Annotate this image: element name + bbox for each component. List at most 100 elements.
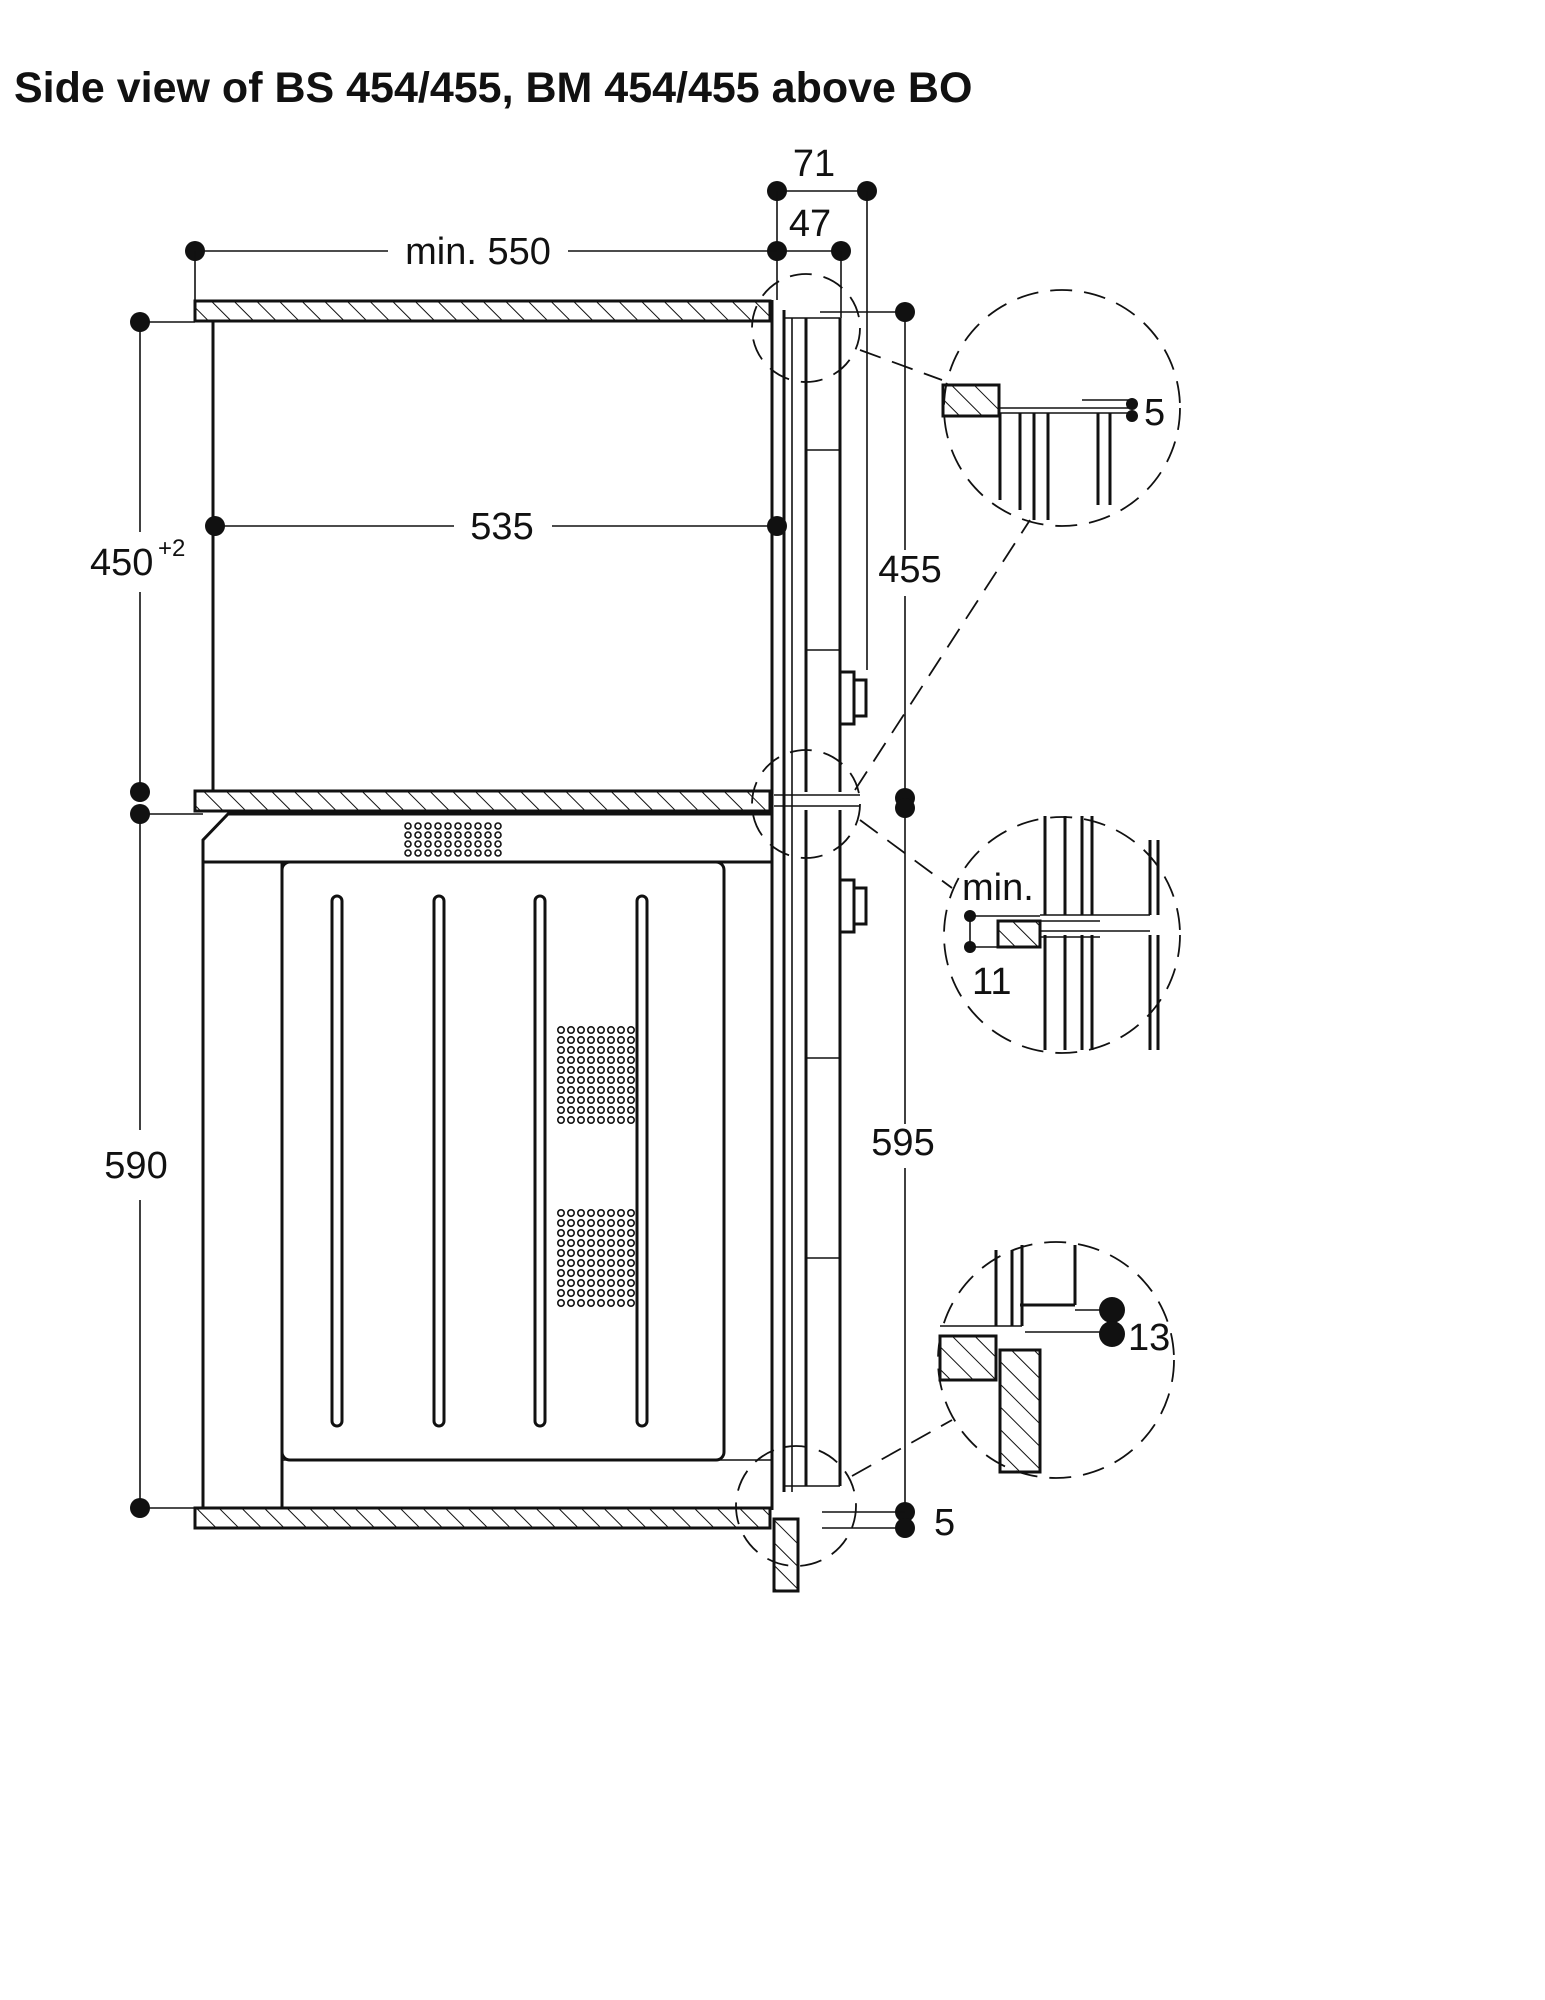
vent-hole: [474, 831, 482, 839]
vent-hole: [576, 1056, 585, 1065]
vent-hole: [596, 1299, 605, 1308]
vent-hole: [556, 1096, 565, 1105]
vent-hole: [606, 1259, 615, 1268]
vent-hole: [566, 1229, 575, 1238]
vent-hole: [616, 1299, 625, 1308]
vent-hole: [596, 1269, 605, 1278]
vent-hole: [464, 831, 472, 839]
vent-hole: [626, 1249, 635, 1258]
vent-hole: [586, 1096, 595, 1105]
top-shelf: [193, 299, 772, 323]
vent-hole: [596, 1289, 605, 1298]
vent-hole: [566, 1086, 575, 1095]
vent-hole: [454, 831, 462, 839]
dimension-535: 535: [205, 506, 787, 548]
vent-hole: [556, 1046, 565, 1055]
vent-hole: [616, 1289, 625, 1298]
vent-hole: [404, 831, 412, 839]
vent-hole: [586, 1239, 595, 1248]
vent-hole: [596, 1086, 605, 1095]
dimension-450: 450 +2: [90, 312, 195, 802]
vent-hole: [566, 1299, 575, 1308]
vent-hole: [586, 1056, 595, 1065]
vent-hole: [616, 1219, 625, 1228]
vent-hole: [474, 822, 482, 830]
vent-hole: [606, 1116, 615, 1125]
vent-hole: [556, 1106, 565, 1115]
vent-hole: [626, 1076, 635, 1085]
vent-hole: [596, 1066, 605, 1075]
dimension-5-bottom-label: 5: [934, 1502, 955, 1544]
vent-grid-middle: [556, 1026, 635, 1125]
vent-hole: [576, 1259, 585, 1268]
detail-marker-top: [751, 273, 861, 383]
vent-hole: [434, 831, 442, 839]
vent-hole: [586, 1289, 595, 1298]
vent-hole: [596, 1076, 605, 1085]
vent-hole: [606, 1086, 615, 1095]
vent-hole: [586, 1259, 595, 1268]
vent-hole: [616, 1086, 625, 1095]
vent-hole: [576, 1096, 585, 1105]
vent-hole: [616, 1046, 625, 1055]
vent-hole: [556, 1249, 565, 1258]
upper-knob: [840, 670, 868, 726]
vent-hole: [606, 1239, 615, 1248]
dimension-455: 455: [820, 302, 942, 808]
vent-hole: [424, 822, 432, 830]
vent-hole: [626, 1299, 635, 1308]
vent-hole: [626, 1036, 635, 1045]
vent-hole: [606, 1219, 615, 1228]
vent-hole: [606, 1289, 615, 1298]
front-door-panel: [774, 310, 860, 1492]
vent-hole: [576, 1249, 585, 1258]
dimension-595: 595: [871, 798, 935, 1522]
vent-hole: [434, 840, 442, 848]
vent-hole: [566, 1096, 575, 1105]
vent-hole: [626, 1046, 635, 1055]
vent-hole: [454, 849, 462, 857]
vent-hole: [576, 1036, 585, 1045]
vent-hole: [556, 1219, 565, 1228]
vent-hole: [566, 1056, 575, 1065]
dimension-71: 71: [767, 143, 877, 670]
vent-hole: [596, 1036, 605, 1045]
vent-hole: [606, 1269, 615, 1278]
vent-hole: [576, 1229, 585, 1238]
vent-hole: [566, 1289, 575, 1298]
vent-hole: [556, 1209, 565, 1218]
vent-hole: [576, 1086, 585, 1095]
vent-hole: [424, 849, 432, 857]
vent-hole: [464, 849, 472, 857]
vent-hole: [626, 1219, 635, 1228]
vent-hole: [494, 840, 502, 848]
dimension-450-label: 450: [90, 542, 153, 584]
vent-hole: [616, 1056, 625, 1065]
vent-hole: [444, 849, 452, 857]
vent-hole: [566, 1046, 575, 1055]
vent-hole: [626, 1116, 635, 1125]
vent-hole: [586, 1046, 595, 1055]
vent-hole: [586, 1076, 595, 1085]
lower-knob: [840, 878, 868, 934]
vent-hole: [556, 1116, 565, 1125]
dimension-47: 47: [767, 203, 851, 318]
dimension-595-label: 595: [871, 1122, 934, 1164]
vent-hole: [576, 1239, 585, 1248]
vent-hole: [606, 1036, 615, 1045]
vent-hole: [596, 1239, 605, 1248]
vent-hole: [474, 840, 482, 848]
vent-hole: [566, 1259, 575, 1268]
vent-hole: [556, 1036, 565, 1045]
vent-hole: [626, 1096, 635, 1105]
vent-hole: [576, 1289, 585, 1298]
vent-hole: [404, 849, 412, 857]
vent-hole: [566, 1279, 575, 1288]
vent-hole: [596, 1046, 605, 1055]
vent-hole: [576, 1046, 585, 1055]
vent-hole: [626, 1239, 635, 1248]
vent-hole: [444, 840, 452, 848]
vent-hole: [576, 1026, 585, 1035]
detail-middle: min. 11: [943, 816, 1181, 1054]
vent-hole: [606, 1056, 615, 1065]
